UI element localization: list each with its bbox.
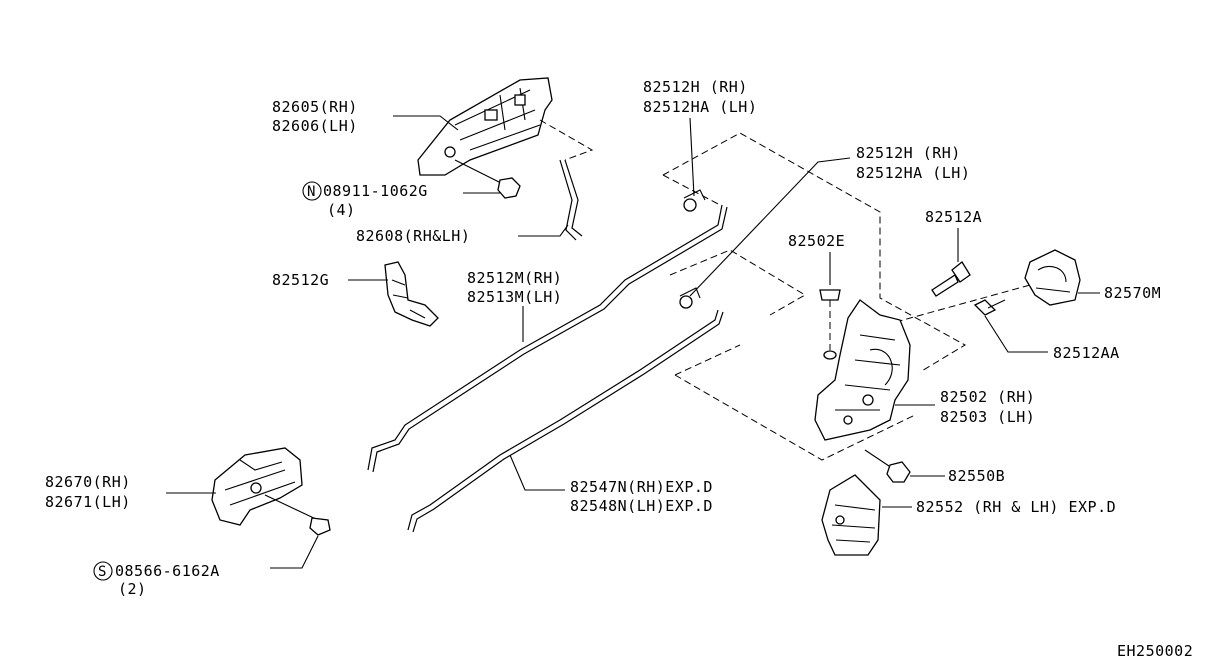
screw-82512aa-part (973, 299, 1006, 316)
screw-symbol: S (98, 564, 106, 580)
label-82670: 82670(RH) (45, 473, 131, 491)
label-82608: 82608(RH&LH) (356, 227, 470, 245)
lower-dash-frame (669, 249, 916, 461)
inside-handle-part (211, 447, 303, 526)
screw-82512a-part (931, 261, 971, 297)
label-82548n: 82548N(LH)EXP.D (570, 497, 713, 515)
screw-symbol-circle (93, 561, 113, 581)
rod-82512m-part (367, 204, 728, 473)
diagram-code: EH250002 (1117, 642, 1193, 660)
actuator-82552-part (821, 474, 881, 556)
label-82512g: 82512G (272, 271, 329, 289)
clip-top-part (683, 198, 697, 212)
leader-08566 (270, 535, 319, 569)
clip-82512g-part (384, 261, 439, 327)
nut-symbol-circle (302, 181, 322, 201)
bolt-82550b-part (864, 449, 911, 483)
door-lock-part (814, 299, 911, 441)
clip-mid-arm (679, 287, 701, 299)
leader-82547n (509, 454, 565, 491)
label-82550b: 82550B (948, 467, 1005, 485)
nut-symbol: N (307, 184, 315, 200)
striker-82570m-part (1024, 249, 1081, 306)
label-82512ha-mid-lh: 82512HA (LH) (856, 164, 970, 182)
label-82552: 82552 (RH & LH) EXP.D (916, 498, 1116, 516)
clip-mid-part (679, 295, 693, 309)
label-82502e: 82502E (788, 232, 845, 250)
leader-82512aa (984, 315, 1048, 353)
outside-handle-guide-dash (539, 119, 594, 161)
label-08911-qty: (4) (327, 201, 356, 219)
label-82512aa: 82512AA (1053, 344, 1120, 362)
label-82547n: 82547N(RH)EXP.D (570, 478, 713, 496)
striker-dash (884, 284, 1031, 326)
label-82512h-top-rh: 82512H (RH) (643, 78, 748, 96)
label-82570m: 82570M (1104, 284, 1161, 302)
label-82671: 82671(LH) (45, 493, 131, 511)
nut-08911-part (454, 159, 521, 199)
rod-82547n-part (407, 309, 724, 533)
screw-08566-part (264, 494, 331, 536)
upper-dash-frame (662, 132, 967, 373)
label-08911: 08911-1062G (323, 182, 428, 200)
leader-82512h-top (689, 117, 695, 197)
outside-handle-part (417, 77, 553, 176)
label-82513m: 82513M(LH) (467, 288, 562, 306)
rod-82608-part (559, 159, 583, 241)
label-82512a: 82512A (925, 208, 982, 226)
label-82512ha-top-lh: 82512HA (LH) (643, 98, 757, 116)
label-08566-qty: (2) (118, 580, 147, 598)
leader-82608 (518, 224, 569, 237)
label-08566: 08566-6162A (115, 562, 220, 580)
label-82605: 82605(RH) (272, 98, 358, 116)
label-82512m: 82512M(RH) (467, 269, 562, 287)
label-82606: 82606(LH) (272, 117, 358, 135)
label-82502: 82502 (RH) (940, 388, 1035, 406)
label-82512h-mid-rh: 82512H (RH) (856, 144, 961, 162)
grommet-82502e-part (819, 289, 841, 360)
leader-82605 (393, 115, 459, 131)
label-82503: 82503 (LH) (940, 408, 1035, 426)
